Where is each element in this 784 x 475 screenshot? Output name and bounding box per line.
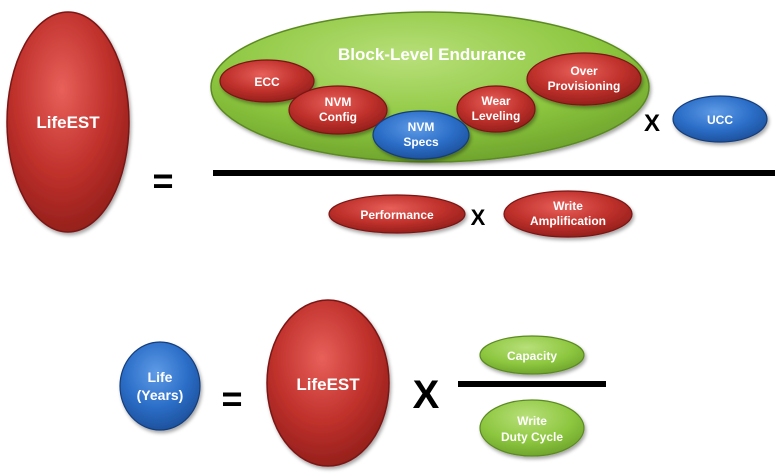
ucc-node: UCC [672, 95, 768, 143]
multiply-sign-denominator: X [471, 205, 486, 230]
fraction-bar-2 [458, 381, 606, 387]
performance-label: Performance [360, 208, 434, 222]
nvm-specs-label-line2: Specs [403, 135, 439, 149]
over-provisioning-label-line2: Provisioning [548, 79, 621, 93]
block-level-endurance-title: Block-Level Endurance [338, 45, 526, 64]
over-provisioning-label-line1: Over [570, 64, 598, 78]
ucc-label: UCC [707, 113, 733, 127]
write-amplification-label-line2: Amplification [530, 214, 606, 228]
write-duty-cycle-label-line1: Write [517, 414, 547, 428]
multiply-sign-ucc: X [644, 110, 660, 137]
write-duty-cycle-label-line2: Duty Cycle [501, 430, 563, 444]
lifeest-label: LifeEST [36, 113, 100, 132]
nvm-config-label-line1: NVM [325, 95, 352, 109]
over-provisioning-node: Over Provisioning [526, 52, 642, 106]
life-years-node: Life (Years) [119, 341, 201, 431]
equals-sign: = [152, 160, 173, 201]
capacity-node: Capacity [479, 335, 585, 375]
write-amplification-label-line1: Write [553, 199, 583, 213]
ecc-label: ECC [254, 75, 280, 89]
life-label-line2: (Years) [137, 387, 184, 403]
capacity-label: Capacity [507, 349, 557, 363]
ecc-node: ECC [219, 59, 315, 103]
multiply-sign-2: X [413, 373, 440, 417]
fraction-bar-main [213, 170, 775, 176]
write-amplification-node: Write Amplification [503, 190, 633, 238]
lifeest-label-2: LifeEST [296, 375, 360, 394]
lifeest-ellipse-2: LifeEST [266, 299, 390, 467]
nvm-config-label-line2: Config [319, 110, 357, 124]
nvm-specs-label-line1: NVM [408, 120, 435, 134]
equals-sign-2: = [221, 378, 242, 419]
wear-leveling-label-line2: Leveling [472, 109, 521, 123]
lifeest-ellipse: LifeEST [6, 11, 130, 233]
performance-node: Performance [328, 194, 466, 234]
nvm-specs-node: NVM Specs [372, 110, 470, 160]
wear-leveling-node: Wear Leveling [456, 85, 536, 133]
wear-leveling-label-line1: Wear [481, 94, 510, 108]
write-duty-cycle-node: Write Duty Cycle [479, 399, 585, 457]
nvm-config-node: NVM Config [288, 85, 388, 135]
life-label-line1: Life [148, 369, 173, 385]
